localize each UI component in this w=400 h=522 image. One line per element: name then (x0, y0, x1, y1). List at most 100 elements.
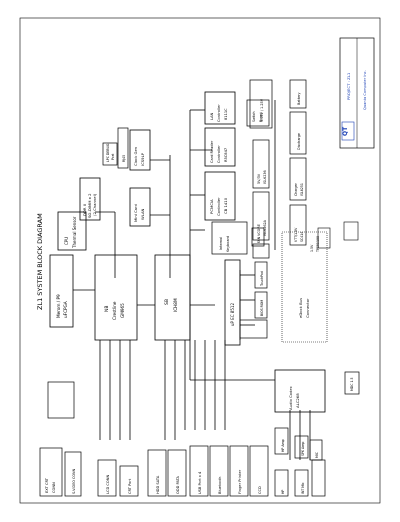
logo-text: QT (342, 126, 349, 136)
sb-label-2: ICH8M (173, 298, 178, 312)
finger-printer-block: Finger Printer (229, 445, 249, 497)
ec-label: uP EC 8512 (230, 303, 235, 326)
nb-label-2: Crestline (112, 301, 117, 320)
card-reader-label-3: R5C847 (224, 148, 228, 162)
ext-crt-block: EXT CRT CONN (39, 447, 63, 497)
mini-card-label-1: Mini Card (133, 204, 138, 222)
hdd-label: HDD SATA (156, 475, 160, 494)
pcmcia-label-2: Controller (216, 197, 221, 216)
lpc-debug-block: LPC DEBUG Port (102, 142, 118, 166)
lan-label-2: Controller (217, 104, 221, 122)
spk-amp-block: SPK Amp (294, 435, 309, 459)
vcore-block: VCORE ISL6262A (252, 191, 270, 241)
discharge-label: Discharge (297, 133, 301, 150)
edock-small-1 (317, 227, 331, 249)
crt-block: CRT Port (119, 465, 139, 497)
mic-label: MIC (315, 451, 319, 458)
lan-label-1: LAN (210, 112, 214, 120)
ddr-pwr-label-2: SC414 (300, 232, 304, 242)
sysmem-label-1: 5V/3V (257, 173, 261, 184)
thermal-label-1: CPU (64, 237, 69, 245)
ddr-label-2: SO-DIMM x 2 (87, 193, 92, 218)
title-block: PROJECT : ZL1 Quanta Computer Inc. QT (339, 37, 375, 149)
sb-block: SB ICH8M (154, 254, 191, 341)
v15-block (252, 243, 270, 259)
charger-label-1: Charger (294, 183, 298, 196)
project-label: PROJECT : ZL1 (346, 72, 351, 100)
audio-label-2: ALC268 (295, 393, 300, 408)
v15-label-2: TPS51100 (316, 236, 320, 253)
cpu-block: Merom / P9 uFCPGA (49, 254, 74, 328)
lcd-label: LCD CONN (106, 475, 110, 494)
hdd-block: HDD SATA (147, 449, 167, 497)
v15-label-block: 1.5V TPS51100 (310, 236, 320, 253)
mini-card-block: Mini Card WLAN (129, 187, 151, 227)
touchpad-block: TouchPad (254, 261, 268, 289)
mini-card-label-2: WLAN (140, 208, 145, 220)
pcmcia-block: PCMCIA Controller CB 1410 (204, 171, 236, 221)
nb-label-1: NB (104, 306, 110, 312)
lan-block: LAN Controller 8111C (204, 91, 236, 125)
hp-amp-label: HP Amp (281, 439, 285, 452)
svideo-block: S-VIDEO CONN (64, 451, 82, 497)
thermal-sensor-block: CPU Thermal Sensor (57, 211, 87, 251)
vcore-label-1: VCORE (257, 224, 261, 236)
sysmem-label-2: ISL6236 (263, 170, 267, 184)
kbc-label-2: Keyboard (226, 236, 230, 252)
card-reader-label-1: Card Reader (210, 140, 214, 163)
ec-block: uP EC 8512 (224, 259, 241, 346)
hp-jack-label: HP (281, 490, 285, 494)
v15-label-1: 1.5V (310, 244, 314, 252)
ddr-block: DDR II SO-DIMM x 2 (2 Channel) (79, 177, 101, 221)
sheet-border (19, 17, 381, 504)
nb-label-3: GM965 (120, 303, 125, 318)
edock-small-2 (343, 221, 359, 241)
usb-label: USB Port x 4 (198, 471, 202, 494)
pcmcia-label-1: PCMCIA (209, 199, 214, 214)
company-logo-icon (341, 121, 355, 141)
ext-crt-label-1: EXT CRT (45, 477, 49, 493)
usb-block: USB Port x 4 (189, 445, 209, 497)
svideo-label: S-VIDEO CONN (72, 468, 76, 494)
lpc-debug-label-1: LPC DEBUG (106, 143, 110, 162)
spk-amp-label: SPK Amp (301, 442, 305, 456)
fan-block: FAN (251, 227, 265, 247)
ccd-block: CCD (249, 445, 269, 497)
vcore-label-2: ISL6262A (263, 219, 267, 236)
clock-block: Clock Gen ICS9LP (129, 129, 151, 171)
charger-label-2: ISL6251 (300, 183, 304, 196)
ddr-label-1: DDR II (82, 204, 87, 216)
v105-label: 1.05V / 1.25V (260, 98, 264, 122)
power-105-block: 1.05V / 1.25V (249, 79, 273, 129)
card-reader-label-2: Controller (217, 145, 221, 163)
edock-label-2: Connector (305, 298, 310, 318)
pcmcia-label-3: CB 1410 (223, 197, 228, 214)
ddr-power-right-block: VTT/1.8V SC414 (289, 204, 307, 246)
switch-label-2: Board (259, 113, 263, 122)
ec-bottom-block (239, 319, 268, 339)
int-mic-block: INT Mic (294, 469, 309, 497)
modem-block: MDC 1.5 (344, 371, 360, 395)
discharge-block: RJ45 (117, 127, 129, 169)
lpc-debug-label-2: Port (111, 153, 115, 160)
bios-label: BIOS ROM (260, 300, 264, 316)
lan-label-3: 8111C (224, 108, 228, 120)
fan-label: FAN (257, 236, 261, 243)
card-reader-block: Card Reader Controller R5C847 (204, 127, 236, 167)
bluetooth-block: Bluetooth (209, 445, 229, 497)
ccd-label: CCD (258, 486, 262, 494)
rj-label: RJ45 (122, 155, 126, 162)
diagram-title: ZL1 SYSTEM BLOCK DIAGRAM (36, 213, 44, 310)
hp-jack-block: HP (274, 469, 289, 497)
crt-label: CRT Port (128, 478, 132, 494)
kbc-label-1: Internal (219, 237, 223, 250)
clock-label-2: ICS9LP (140, 152, 145, 166)
sysmem-block: 5V/3V ISL6236 (252, 139, 270, 189)
lpc-debug-left-block (47, 381, 75, 419)
internal-keyboard-block: Internal Keyboard (211, 221, 248, 255)
clock-label-1: Clock Gen (133, 146, 138, 166)
cpu-label-1: Merom / P9 (56, 294, 61, 318)
edock-label-1: eDock Bus (298, 298, 303, 318)
hp-amp-block: HP Amp (274, 427, 289, 455)
